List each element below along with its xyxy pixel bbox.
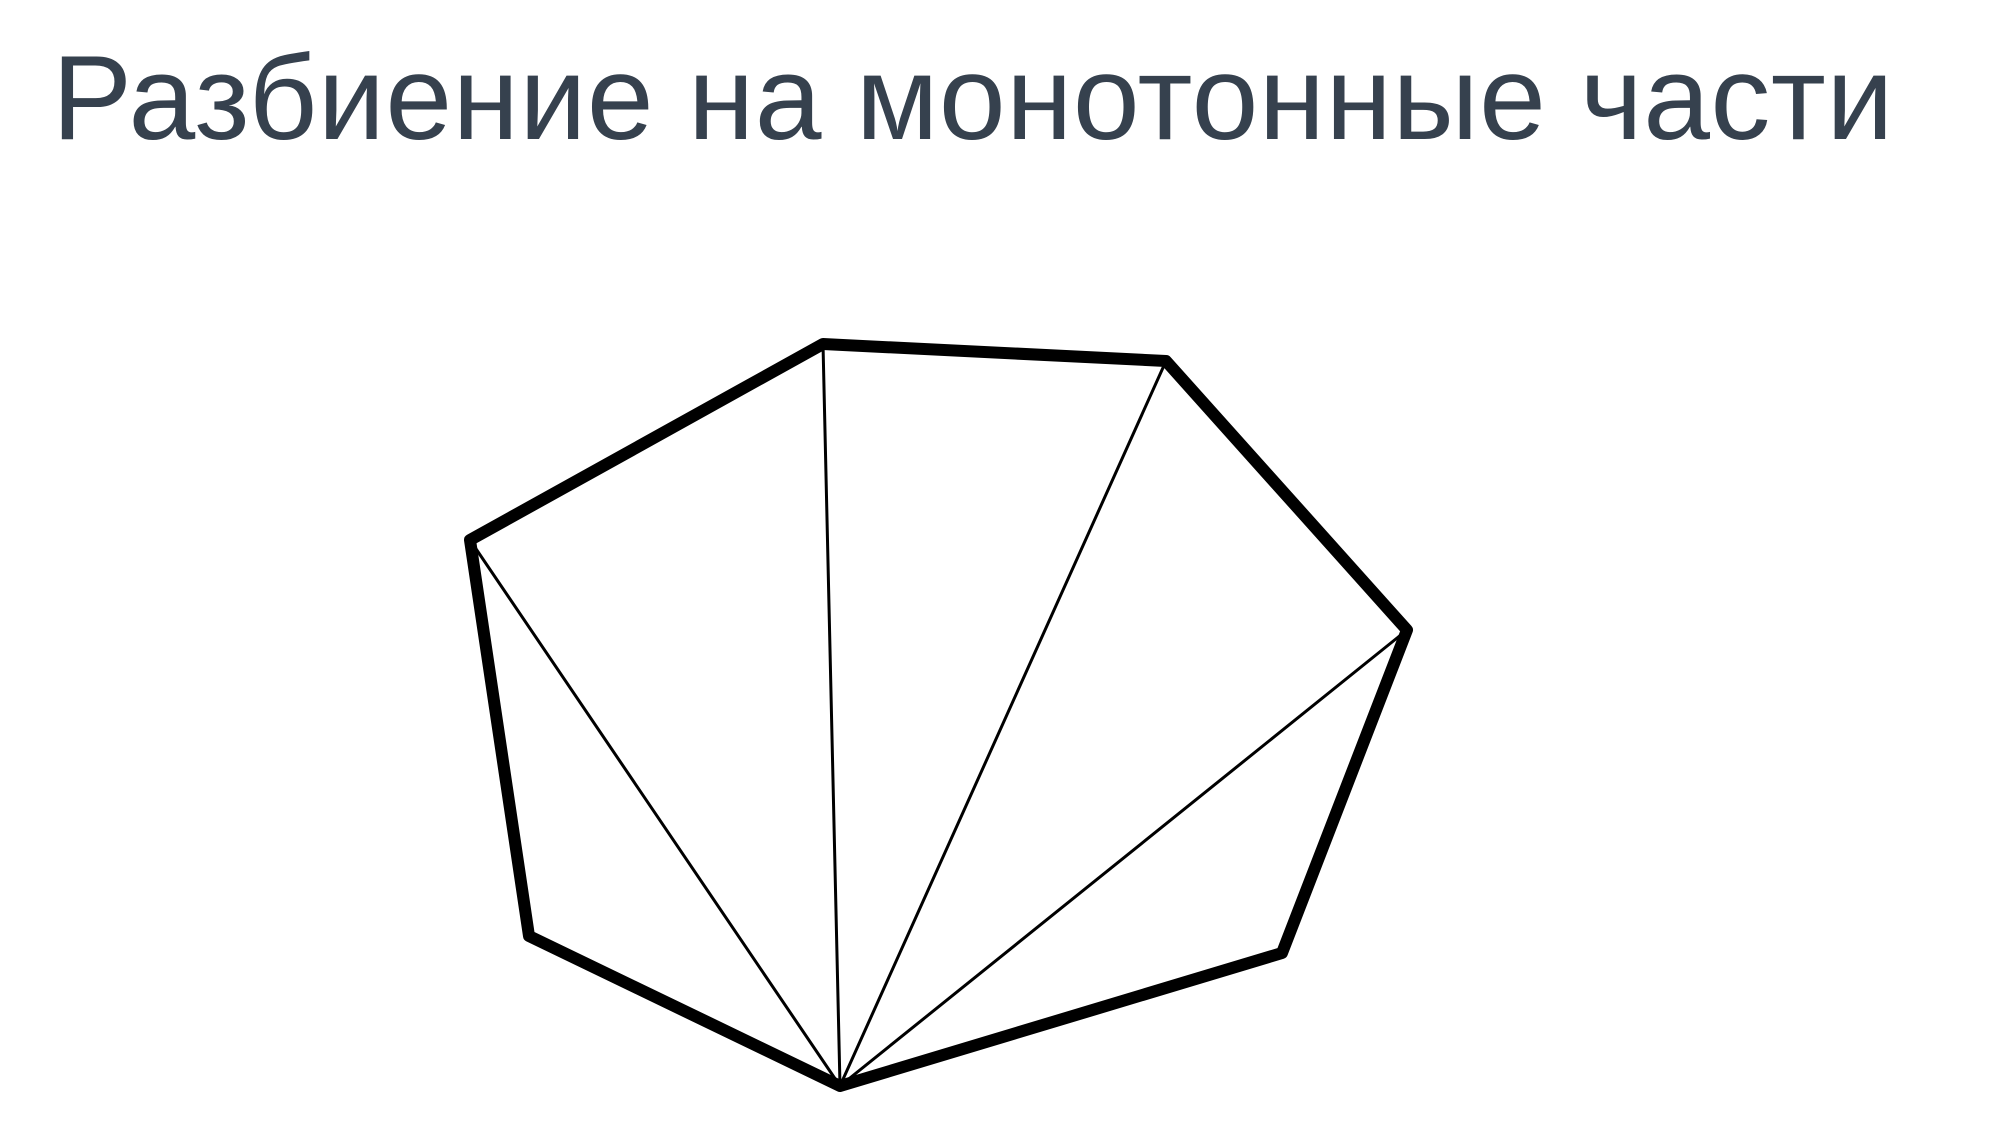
diagonal-1 <box>468 538 842 1088</box>
diagonal-2 <box>821 342 842 1088</box>
polygon-outline <box>464 338 1413 1092</box>
slide-title: Разбиение на монотонные части <box>52 31 1894 165</box>
diagonal-3 <box>838 359 1168 1088</box>
diagonal-4 <box>838 628 1409 1088</box>
diagonals <box>468 342 1409 1088</box>
